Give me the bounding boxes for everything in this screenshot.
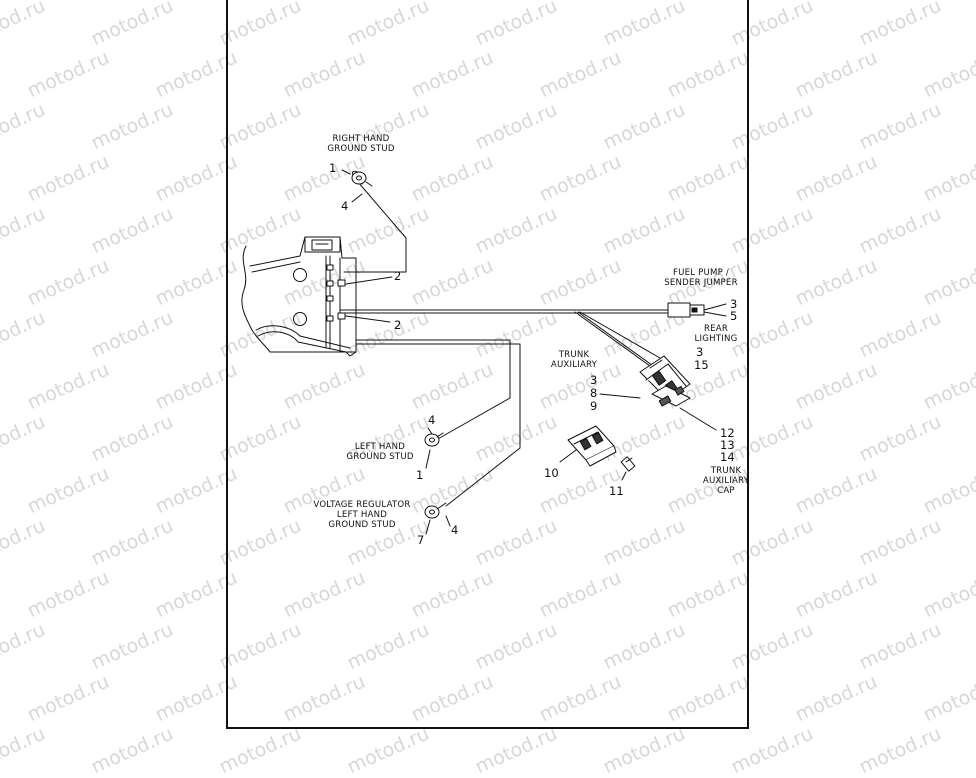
label-rear-lighting: REAR LIGHTING [694,324,738,344]
label-right-hand-ground-stud: RIGHT HAND GROUND STUD [327,134,395,154]
callout-leaders [341,169,451,535]
callout-12-cap: 12 [720,426,735,440]
callout-13-cap: 13 [720,438,735,452]
callout-8-trunk-aux: 8 [590,386,598,400]
callout-2-upper-clip: 2 [394,269,402,283]
trunk-connector-cluster [639,355,691,407]
wiring-drawing [241,169,727,535]
callout-14-cap: 14 [720,450,735,464]
callout-1-lh-stud: 1 [416,468,424,482]
harness-wires [339,181,717,507]
callout-9-trunk-aux: 9 [590,399,598,413]
label-trunk-auxiliary-cap: TRUNK AUXILIARY CAP [702,466,750,496]
callout-5-fuel-pump: 5 [730,309,738,323]
callout-3-fuel-pump: 3 [730,297,738,311]
callout-7-vr-stud: 7 [417,533,425,547]
callout-15-rear-lighting: 15 [694,358,709,372]
callout-4-rh-stud: 4 [341,199,349,213]
terminal-part-11 [620,456,636,481]
callout-4-vr-stud: 4 [451,523,459,537]
callout-2-lower-clip: 2 [394,318,402,332]
diagram-frame [226,0,749,729]
callout-4-lh-stud: 4 [428,413,436,427]
label-voltage-regulator-ground-stud: VOLTAGE REGULATOR LEFT HAND GROUND STUD [313,500,411,530]
callout-11-part: 11 [609,484,624,498]
label-fuel-pump-sender-jumper: FUEL PUMP / SENDER JUMPER [664,268,738,288]
label-left-hand-ground-stud: LEFT HAND GROUND STUD [346,442,414,462]
callout-3-trunk-aux: 3 [590,373,598,387]
fuel-pump-connector [667,302,727,318]
callout-3-rear-lighting: 3 [696,345,704,359]
callout-10-part: 10 [544,466,559,480]
loose-connector-part-10 [559,425,617,467]
frame-bracket [241,236,357,357]
callout-1-rh-stud: 1 [329,161,337,175]
label-trunk-auxiliary: TRUNK AUXILIARY [550,350,598,370]
ring-terminals [351,170,447,519]
